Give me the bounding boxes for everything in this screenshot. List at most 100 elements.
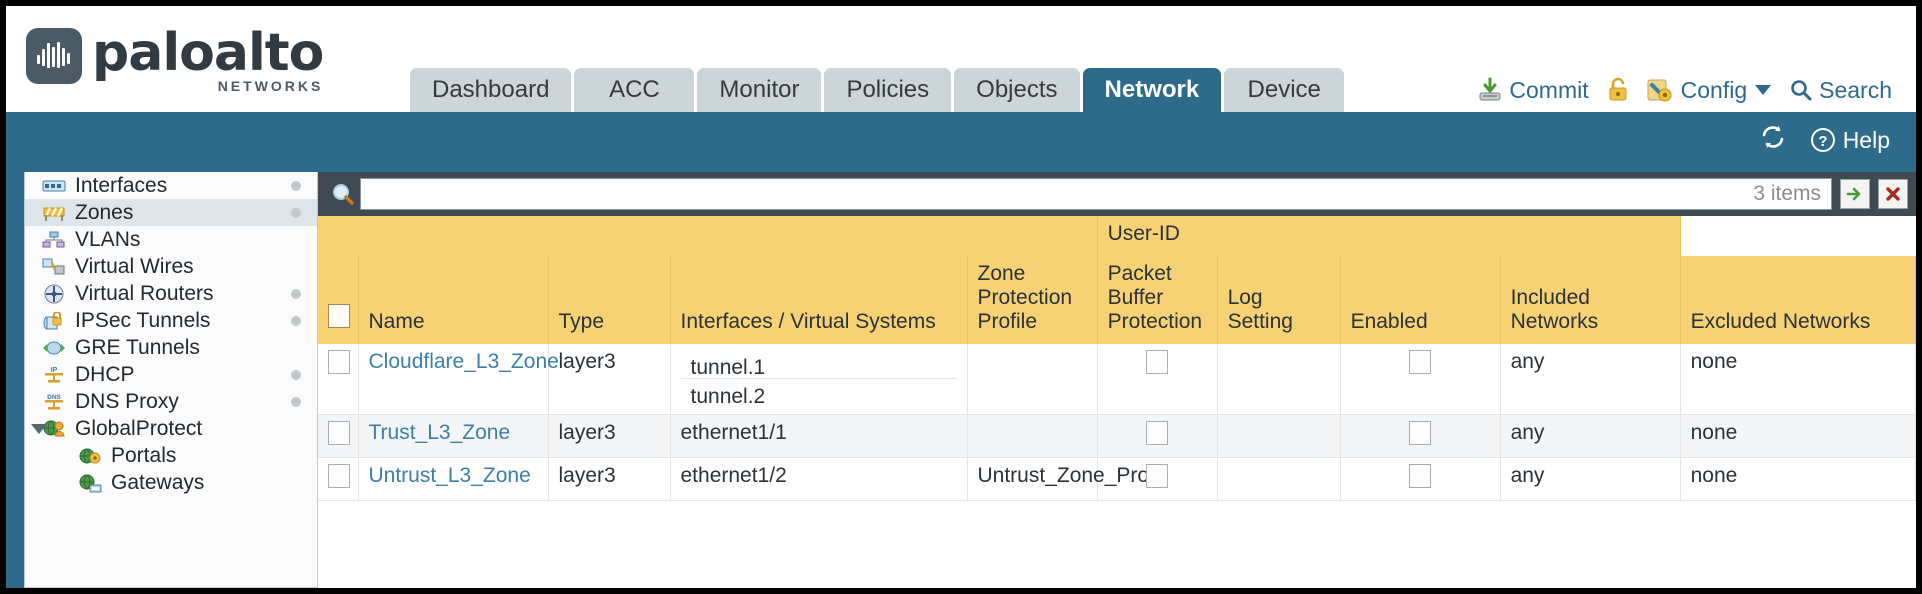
- green-arrow-icon: [1846, 187, 1861, 201]
- sidebar-item-ipsec-tunnels[interactable]: IPSec Tunnels: [25, 307, 317, 334]
- help-question-icon: ?: [1810, 128, 1835, 152]
- sidebar-item-label: Zones: [75, 200, 134, 224]
- select-all-checkbox[interactable]: [328, 304, 350, 328]
- sidebar-item-label: Virtual Routers: [75, 281, 214, 305]
- tab-policies[interactable]: Policies: [824, 68, 952, 112]
- cell-included-networks: any: [1500, 344, 1681, 415]
- col-header-zone-protection-profile[interactable]: Zone Protection Profile: [967, 256, 1098, 344]
- config-wrench-icon: [1647, 79, 1672, 102]
- cell-userid-enabled[interactable]: [1340, 414, 1501, 458]
- sidebar-item-virtual-wires[interactable]: Virtual Wires: [25, 253, 317, 280]
- cell-packet-buffer-protection[interactable]: [1097, 344, 1218, 415]
- sidebar-item-interfaces[interactable]: Interfaces: [25, 172, 317, 199]
- cell-included-networks: any: [1500, 457, 1681, 501]
- packet-buffer-protection-checkbox[interactable]: [1146, 464, 1169, 488]
- tab-acc[interactable]: ACC: [574, 68, 695, 112]
- col-header-excluded-networks[interactable]: Excluded Networks: [1680, 256, 1916, 344]
- col-header-interfaces[interactable]: Interfaces / Virtual Systems: [670, 256, 968, 344]
- config-menu[interactable]: Config: [1647, 77, 1772, 104]
- ipsec-tunnels-icon: [41, 311, 67, 331]
- cell-name[interactable]: Trust_L3_Zone: [358, 414, 549, 458]
- packet-buffer-protection-checkbox[interactable]: [1146, 350, 1169, 374]
- clear-filter-button[interactable]: [1878, 179, 1908, 209]
- zones-icon: [41, 203, 67, 223]
- cell-name[interactable]: Untrust_L3_Zone: [358, 457, 549, 501]
- cell-excluded-networks: none: [1680, 457, 1916, 501]
- row-checkbox[interactable]: [328, 421, 350, 445]
- tab-objects[interactable]: Objects: [954, 68, 1080, 112]
- refresh-button[interactable]: [1759, 124, 1787, 156]
- sidebar-item-dhcp[interactable]: IP DHCP: [25, 361, 317, 388]
- status-dot: [291, 370, 301, 380]
- commit-button[interactable]: Commit: [1477, 77, 1589, 104]
- sidebar-item-label: IPSec Tunnels: [75, 308, 211, 332]
- row-select-cell[interactable]: [318, 457, 359, 501]
- sidebar-item-gateways[interactable]: Gateways: [25, 469, 317, 496]
- userid-enabled-checkbox[interactable]: [1409, 464, 1432, 488]
- sidebar-item-zones[interactable]: Zones: [25, 199, 317, 226]
- col-header-log-setting[interactable]: Log Setting: [1217, 256, 1341, 344]
- interface-item: tunnel.1: [680, 350, 957, 379]
- cell-name[interactable]: Cloudflare_L3_Zone: [358, 344, 559, 415]
- table-group-header-row: User-ID: [318, 216, 1916, 256]
- zone-name-link[interactable]: Untrust_L3_Zone: [368, 464, 531, 487]
- interface-item: tunnel.2: [690, 385, 766, 408]
- svg-text:?: ?: [1818, 133, 1827, 150]
- help-button[interactable]: ? Help: [1809, 126, 1890, 154]
- col-header-name[interactable]: Name: [358, 256, 549, 344]
- zones-table: User-ID Name Type Interfaces / Virtual S…: [318, 216, 1916, 501]
- refresh-icon: [1762, 126, 1783, 148]
- gre-tunnels-icon: [41, 338, 67, 358]
- row-select-cell[interactable]: [318, 414, 359, 458]
- table-row[interactable]: Cloudflare_L3_Zone layer3 tunnel.1 tunne…: [318, 344, 1916, 415]
- packet-buffer-protection-checkbox[interactable]: [1146, 421, 1169, 445]
- zones-panel: 3 items Use: [318, 172, 1916, 588]
- cell-userid-enabled[interactable]: [1340, 457, 1501, 501]
- brand-name: paloalto: [92, 23, 324, 83]
- cell-interfaces: ethernet1/2: [670, 457, 968, 501]
- tab-network[interactable]: Network: [1082, 68, 1222, 112]
- magnifier-icon: [1791, 80, 1812, 101]
- col-header-type[interactable]: Type: [548, 256, 671, 344]
- items-count: 3 items: [1753, 182, 1821, 205]
- tab-monitor[interactable]: Monitor: [697, 68, 822, 112]
- gateways-icon: [77, 473, 103, 493]
- sidebar-item-gre-tunnels[interactable]: GRE Tunnels: [25, 334, 317, 361]
- table-row[interactable]: Trust_L3_Zone layer3 ethernet1/1 any non…: [318, 414, 1916, 458]
- tab-device[interactable]: Device: [1224, 68, 1345, 112]
- sidebar-item-virtual-routers[interactable]: Virtual Routers: [25, 280, 317, 307]
- zone-name-link[interactable]: Cloudflare_L3_Zone: [368, 350, 559, 373]
- tab-dashboard[interactable]: Dashboard: [410, 68, 572, 112]
- row-select-cell[interactable]: [318, 344, 359, 415]
- sidebar-item-vlans[interactable]: VLANs: [25, 226, 317, 253]
- zone-name-link[interactable]: Trust_L3_Zone: [368, 421, 511, 444]
- userid-enabled-checkbox[interactable]: [1409, 350, 1432, 374]
- select-all-header[interactable]: [318, 256, 359, 344]
- cell-zone-protection-profile: [967, 414, 1098, 458]
- lock-button[interactable]: [1607, 77, 1629, 103]
- search-input[interactable]: 3 items: [360, 178, 1832, 210]
- col-header-included-networks[interactable]: Included Networks: [1500, 256, 1681, 344]
- network-sidebar: Interfaces Zones VLANs Vir: [24, 172, 318, 588]
- col-header-enabled[interactable]: Enabled: [1340, 256, 1501, 344]
- sidebar-item-globalprotect[interactable]: GlobalProtect: [25, 415, 317, 442]
- row-checkbox[interactable]: [328, 464, 350, 488]
- top-bar: paloalto NETWORKS Dashboard ACC Monitor …: [6, 6, 1916, 112]
- userid-enabled-checkbox[interactable]: [1409, 421, 1432, 445]
- cell-packet-buffer-protection[interactable]: [1097, 457, 1218, 501]
- table-row[interactable]: Untrust_L3_Zone layer3 ethernet1/2 Untru…: [318, 457, 1916, 501]
- sidebar-item-dns-proxy[interactable]: DNS DNS Proxy: [25, 388, 317, 415]
- row-checkbox[interactable]: [328, 350, 350, 374]
- sidebar-item-portals[interactable]: Portals: [25, 442, 317, 469]
- search-button[interactable]: Search: [1789, 77, 1892, 104]
- cell-userid-enabled[interactable]: [1340, 344, 1501, 415]
- vlans-icon: [41, 230, 67, 250]
- top-toolbar: Commit Config: [1477, 68, 1892, 112]
- col-header-packet-buffer-protection[interactable]: Packet Buffer Protection: [1097, 256, 1218, 344]
- expander-triangle-icon[interactable]: [31, 424, 47, 434]
- cell-packet-buffer-protection[interactable]: [1097, 414, 1218, 458]
- dns-proxy-icon: DNS: [41, 392, 67, 412]
- apply-filter-button[interactable]: [1840, 179, 1870, 209]
- status-dot: [291, 181, 301, 191]
- cell-log-setting: [1217, 457, 1341, 501]
